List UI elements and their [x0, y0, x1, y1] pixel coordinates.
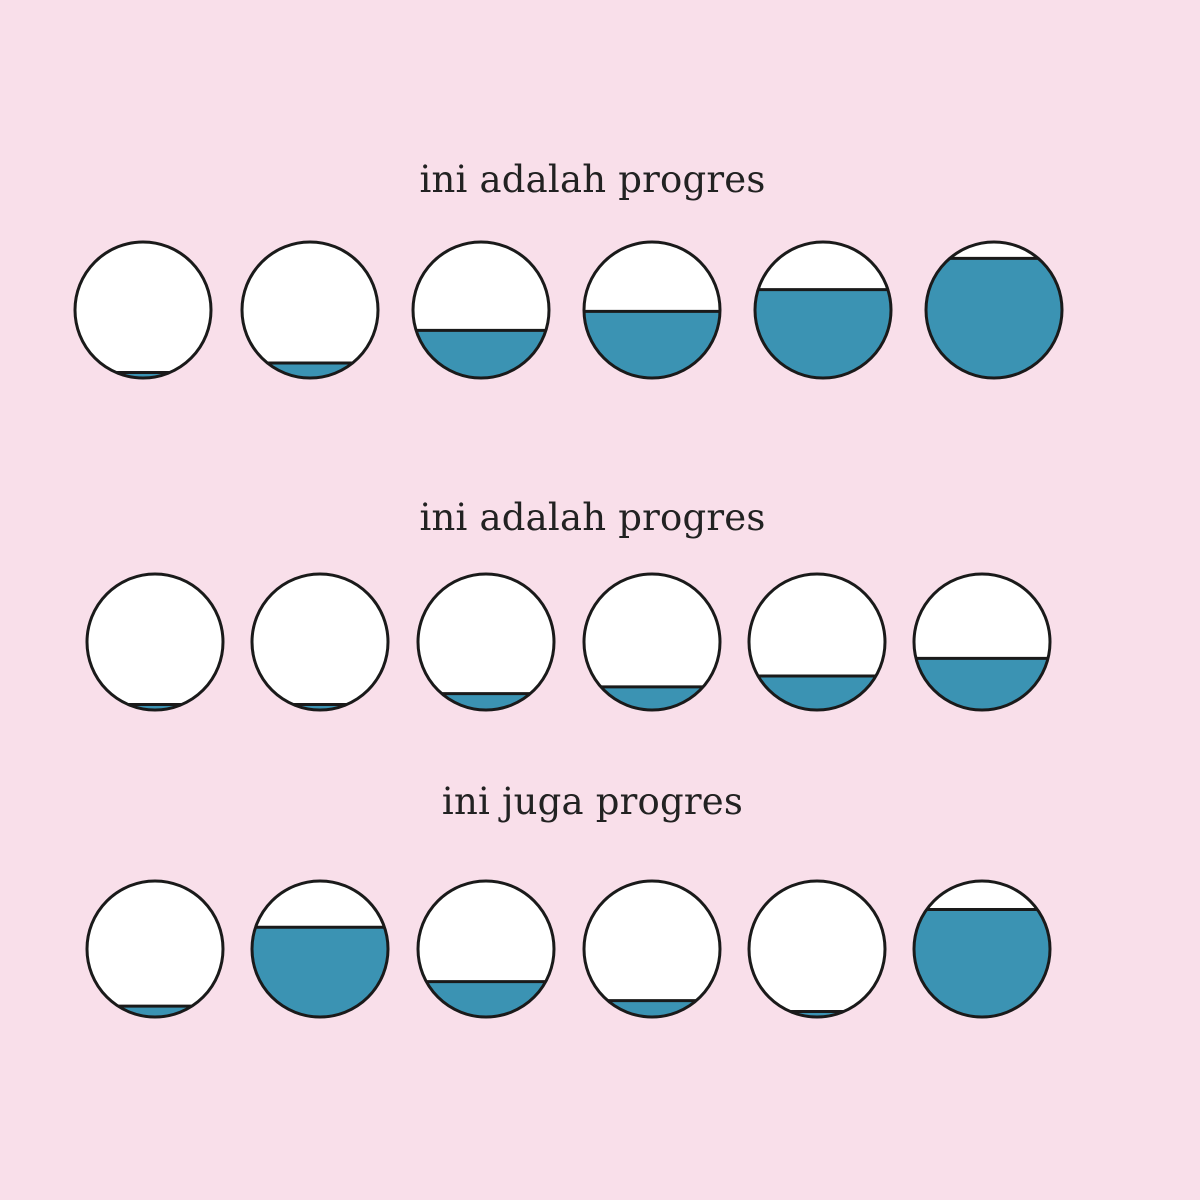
progress-circle [924, 240, 1064, 380]
circle-outline [912, 879, 1052, 1019]
progress-circle [582, 879, 722, 1019]
circle-background [418, 574, 554, 710]
water-fill [754, 289, 891, 379]
circle-outline [411, 240, 551, 380]
circle-outline [85, 572, 225, 712]
circle-outline [747, 572, 887, 712]
water-fill [925, 258, 1062, 378]
circle-background [584, 881, 720, 1017]
progress-circle [416, 879, 556, 1019]
circle-outline [240, 240, 380, 380]
circle-outline [912, 572, 1052, 712]
circle-background [242, 242, 378, 378]
water-fill [915, 658, 1049, 711]
progress-circle [582, 240, 722, 380]
progress-circle [747, 879, 887, 1019]
circle-outline [582, 240, 722, 380]
progress-circle [912, 572, 1052, 712]
progress-circle [582, 572, 722, 712]
circle-background [749, 881, 885, 1017]
progress-circle [753, 240, 893, 380]
progress-circle [411, 240, 551, 380]
progress-circle [240, 240, 380, 380]
section-3-caption: ini juga progres [441, 780, 744, 823]
circle-outline [250, 572, 390, 712]
circle-background [584, 574, 720, 710]
section-2-circles-svg [85, 572, 1052, 712]
water-fill [584, 311, 720, 379]
progress-circle [416, 572, 556, 712]
progress-circle [85, 572, 225, 712]
progress-circle [85, 879, 225, 1019]
water-fill [416, 330, 546, 378]
progress-circle [250, 572, 390, 712]
water-fill [758, 676, 876, 710]
section-3-circles-svg [85, 879, 1052, 1019]
water-fill [426, 981, 546, 1017]
section-2-caption: ini adalah progres [419, 496, 766, 539]
progress-circle [250, 879, 390, 1019]
circle-outline [753, 240, 893, 380]
progress-circle [912, 879, 1052, 1019]
circle-background [252, 574, 388, 710]
progress-circle [747, 572, 887, 712]
water-fill [252, 927, 389, 1017]
circle-outline [747, 879, 887, 1019]
circle-outline [416, 572, 556, 712]
circle-outline [582, 572, 722, 712]
section-1-caption: ini adalah progres [419, 158, 766, 201]
section-2-circles [0, 567, 1200, 717]
water-fill [913, 909, 1050, 1017]
circle-outline [85, 879, 225, 1019]
section-1-circles-svg [73, 240, 1064, 380]
circle-outline [416, 879, 556, 1019]
circle-background [87, 881, 223, 1017]
circle-outline [582, 879, 722, 1019]
section-1-circles [0, 235, 1200, 385]
circle-background [75, 242, 211, 378]
circle-outline [250, 879, 390, 1019]
progress-circle [73, 240, 213, 380]
section-3-circles [0, 874, 1200, 1024]
circle-outline [73, 240, 213, 380]
circle-outline [924, 240, 1064, 380]
circle-background [87, 574, 223, 710]
